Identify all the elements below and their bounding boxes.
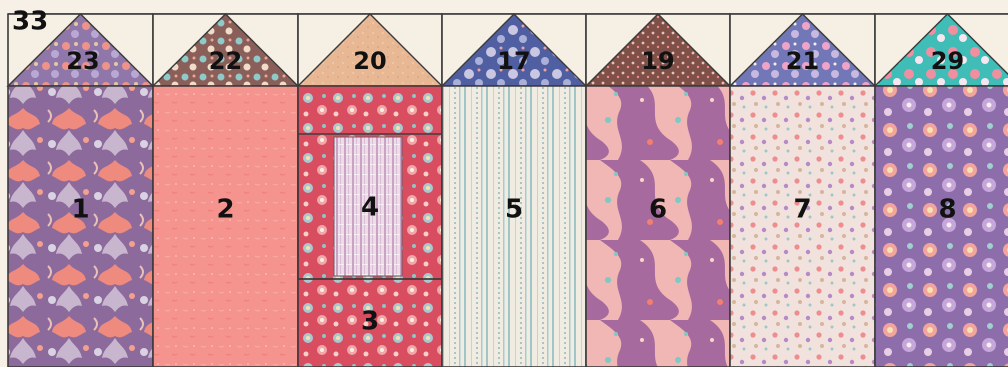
panel-piece-number: 8 — [938, 195, 956, 225]
lower-piece-number: 3 — [361, 307, 379, 337]
roof-piece-number: 22 — [209, 47, 242, 75]
column-panel — [586, 86, 730, 367]
quilt-column-6: 21 7 — [730, 14, 875, 367]
panel-piece-number: 2 — [216, 195, 234, 225]
panel-piece-number: 7 — [793, 195, 811, 225]
panel-piece-number: 6 — [649, 195, 667, 225]
column-panel — [153, 86, 298, 367]
roof-piece-number: 17 — [497, 47, 530, 75]
roof-piece-number: 29 — [931, 47, 964, 75]
quilt-column-5: 19 6 — [586, 14, 730, 367]
quilt-column-1: 23 1 — [8, 14, 153, 367]
roof-piece-number: 21 — [786, 47, 819, 75]
roof-piece-number: 19 — [641, 47, 674, 75]
quilt-column-4: 17 5 — [442, 14, 586, 367]
roof-piece-number: 23 — [66, 47, 99, 75]
column-panel — [730, 86, 875, 367]
column-panel — [8, 86, 153, 367]
column-panel — [875, 86, 1008, 367]
panel-piece-number: 5 — [505, 195, 523, 225]
panel-piece-number: 1 — [71, 195, 89, 225]
quilt-column-7: 29 8 — [875, 14, 1008, 367]
quilt-column-2: 222 — [153, 14, 298, 367]
panel-piece-number: 4 — [361, 193, 379, 223]
column-panel — [442, 86, 586, 367]
roof-piece-number: 20 — [353, 47, 386, 75]
corner-piece-number: 33 — [12, 6, 48, 36]
